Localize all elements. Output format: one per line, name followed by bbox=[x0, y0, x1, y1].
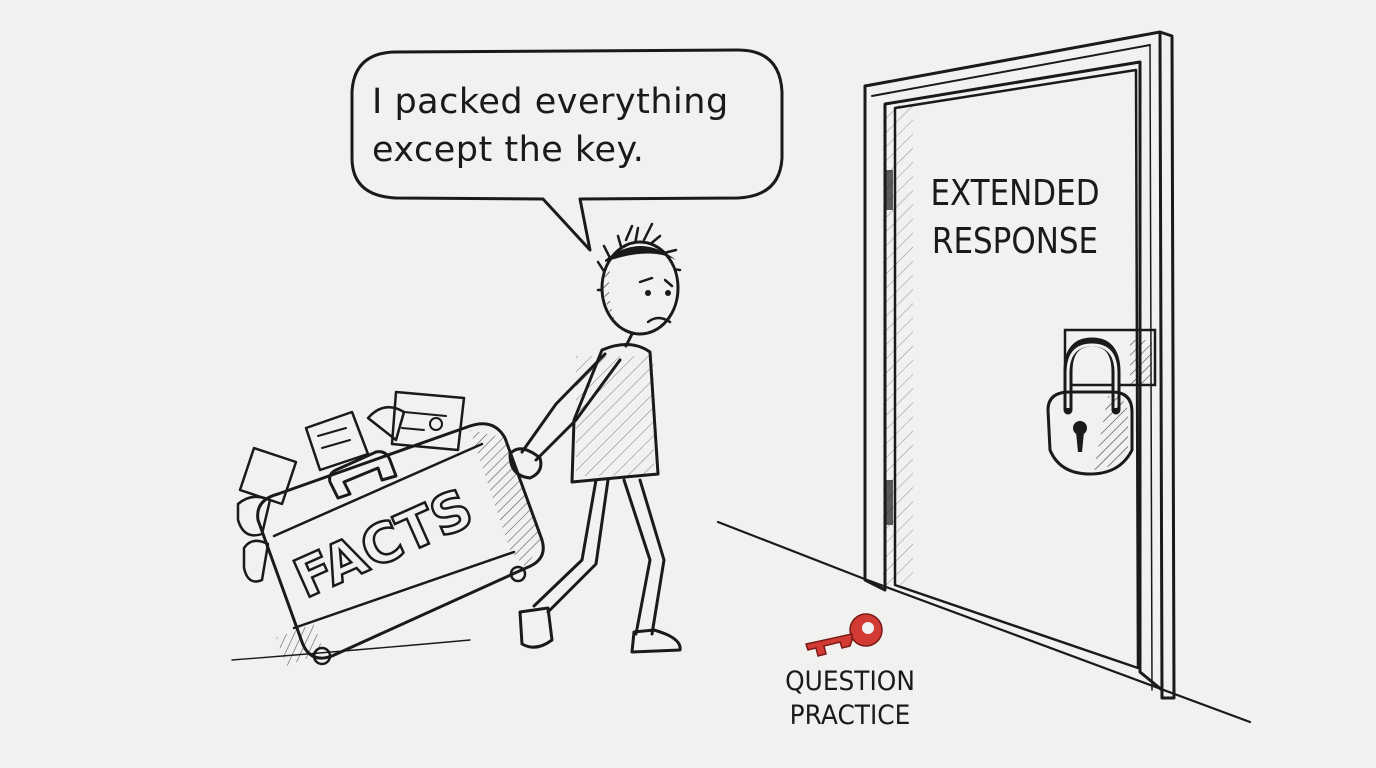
door bbox=[885, 68, 1140, 670]
right-eye bbox=[665, 290, 671, 296]
wheel-right bbox=[509, 565, 527, 583]
stick-figure bbox=[508, 222, 682, 654]
door-label: EXTENDED RESPONSE bbox=[920, 170, 1109, 266]
key-icon bbox=[805, 613, 883, 657]
suitcase: FACTS bbox=[256, 422, 545, 666]
head bbox=[600, 240, 680, 336]
hair bbox=[605, 246, 676, 262]
hasp-plate bbox=[1063, 328, 1157, 387]
back-foot bbox=[518, 606, 554, 649]
front-foot bbox=[630, 628, 682, 654]
speech-text: I packed everything except the key. bbox=[372, 78, 772, 174]
left-eye bbox=[645, 290, 651, 296]
door-label-line-2: RESPONSE bbox=[931, 221, 1099, 262]
suitcase-handle bbox=[328, 450, 398, 500]
frown bbox=[646, 316, 672, 324]
door-frame bbox=[863, 30, 1176, 700]
keyhole-icon bbox=[1073, 421, 1087, 435]
key-label: QUESTION PRACTICE bbox=[767, 665, 933, 733]
key-label-line-1: QUESTION bbox=[785, 666, 915, 697]
padlock bbox=[1046, 328, 1157, 476]
key-label-line-2: PRACTICE bbox=[789, 700, 911, 731]
upper-hinge bbox=[885, 170, 893, 210]
speech-line-1: I packed everything bbox=[372, 82, 729, 122]
suitcase-label: FACTS bbox=[285, 477, 482, 611]
speech-bubble bbox=[350, 48, 784, 252]
door-label-line-1: EXTENDED bbox=[930, 173, 1100, 214]
lower-hinge bbox=[885, 480, 893, 525]
speech-line-2: except the key. bbox=[372, 130, 645, 170]
floor bbox=[231, 520, 1252, 724]
wheel-left bbox=[312, 646, 332, 666]
